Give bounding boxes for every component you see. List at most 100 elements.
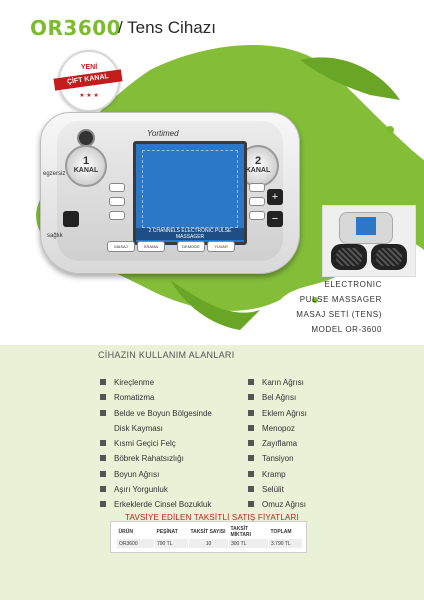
device-brand: Yortimed: [147, 129, 179, 138]
usage-list-item: Bel Ağrısı: [248, 390, 307, 405]
bullet-square-icon: [248, 470, 254, 477]
usage-list-item: Tansiyon: [248, 451, 307, 466]
bullet-square-icon: [100, 394, 106, 401]
minus-button: −: [267, 211, 283, 227]
price-header-cell: ÜRÜN: [118, 529, 133, 535]
usage-list-item: Menopoz: [248, 421, 307, 436]
lcd-screen: 2 CHANNELS ELECTRONIC PULSE MASSAGER: [133, 141, 247, 245]
device-right-button: [249, 183, 265, 192]
electrode-pad-left: [331, 244, 367, 270]
plus-button: +: [267, 189, 283, 205]
bullet-square-icon: [248, 424, 254, 431]
usage-list-item-label: Boyun Ağrısı: [114, 469, 160, 479]
device-left-button: [109, 197, 125, 206]
bullet-square-icon: [248, 501, 254, 508]
usage-list-item-label: Aşırı Yorgunluk: [114, 485, 168, 495]
usage-list-item: Kramp: [248, 467, 307, 482]
caption-line: ELECTRONIC: [324, 280, 382, 289]
usage-list-item-label: Romatizma: [114, 393, 155, 403]
bullet-square-icon: [100, 455, 106, 462]
device-right-button: [249, 197, 265, 206]
device-right-button: [249, 211, 265, 220]
badge-stars: ★ ★ ★: [79, 93, 99, 99]
bullet-square-icon: [100, 486, 106, 493]
knob-left-number: 1: [82, 155, 90, 167]
price-header-cell: TOPLAM: [270, 529, 292, 535]
bullet-square-icon: [100, 440, 106, 447]
usage-list-item-label: Disk Kayması: [114, 423, 163, 433]
screen-caption: 2 CHANNELS ELECTRONIC PULSE MASSAGER: [136, 228, 244, 240]
price-header-cell: PEŞİNAT: [156, 529, 178, 535]
caption-line: PULSE MASSAGER: [299, 295, 382, 304]
price-data-row: OR3600 790 TL 10 300 TL 3.790 TL: [116, 538, 303, 549]
usage-list-item-label: Karın Ağrısı: [262, 378, 304, 387]
mode-button-yuvar: YUVAR: [207, 241, 235, 252]
badge-new-label: YENİ: [80, 64, 98, 71]
channel-1-knob: 1 KANAL: [65, 145, 107, 187]
bullet-square-icon: [248, 455, 254, 462]
usage-list-item: Belde ve Boyun Bölgesinde: [100, 406, 212, 421]
device-left-button: [109, 183, 125, 192]
caption-line: MASAJ SETİ (TENS): [296, 310, 382, 319]
bullet-square-icon: [100, 501, 106, 508]
price-header-cell: TAKSİT SAYISI: [190, 529, 226, 535]
usage-list-item-label: Erkeklerde Cinsel Bozukluk: [114, 500, 212, 510]
caption-line: MODEL OR-3600: [311, 325, 382, 334]
device-face: Yortimed 1 KANAL 2 KANAL 2 CHANNELS ELEC…: [57, 121, 283, 261]
price-title: TAVSİYE EDİLEN TAKSİTLİ SATIŞ FİYATLARI: [125, 513, 299, 522]
usage-list-item-label: Menopoz: [262, 423, 295, 433]
price-cell: 3.790 TL: [268, 538, 303, 549]
bullet-square-icon: [100, 470, 106, 477]
usage-list-item-label: Bel Ağrısı: [262, 393, 297, 403]
usage-section: [0, 345, 424, 600]
usage-list-item-label: Selülit: [262, 485, 284, 495]
usage-list-item: Böbrek Rahatsızlığı: [100, 451, 212, 466]
usage-list-item: Erkeklerde Cinsel Bozukluk: [100, 497, 212, 512]
product-caption: ELECTRONIC PULSE MASSAGER MASAJ SETİ (TE…: [296, 277, 382, 337]
left-side-button: [63, 211, 79, 227]
price-table: ÜRÜN PEŞİNAT TAKSİT SAYISI TAKSİT MİKTAR…: [116, 526, 303, 549]
usage-list-item: Aşırı Yorgunluk: [100, 482, 212, 497]
usage-list-item: Disk Kayması: [100, 421, 212, 436]
usage-list-item: Boyun Ağrısı: [100, 467, 212, 482]
bullet-square-icon: [248, 409, 254, 416]
bullet-square-icon: [248, 486, 254, 493]
price-cell: 790 TL: [154, 538, 189, 549]
side-label-saglik: sağlık: [47, 233, 63, 239]
usage-list-item-label: Kramp: [262, 469, 286, 479]
price-cell: 300 TL: [228, 538, 269, 549]
usage-list-item-label: Böbrek Rahatsızlığı: [114, 454, 184, 464]
bullet-square-icon: [100, 409, 106, 416]
bullet-square-icon: [248, 394, 254, 401]
knob-right-number: 2: [254, 155, 262, 167]
side-label-egzersiz: egzersiz: [43, 171, 66, 177]
usage-title: CİHAZIN KULLANIM ALANLARI: [98, 350, 235, 360]
mode-button-masaj: MASAJ: [107, 241, 135, 252]
usage-list-item-label: Zayıflama: [262, 439, 298, 449]
usage-list-item: Kısmi Geçici Felç: [100, 436, 212, 451]
usage-list-item: Karın Ağrısı: [248, 375, 307, 390]
usage-list-item-label: Omuz Ağrısı: [262, 500, 307, 510]
mode-button-demode: DEMODE: [177, 241, 205, 252]
usage-list-item-label: Belde ve Boyun Bölgesinde: [114, 408, 212, 418]
mini-device: [339, 212, 393, 244]
price-header-cell: TAKSİT MİKTARI: [230, 526, 251, 538]
usage-list-item-label: Kısmi Geçici Felç: [114, 439, 176, 449]
usage-list-item-label: Kireçlenme: [114, 378, 155, 387]
usage-list-item: Selülit: [248, 482, 307, 497]
device-left-button: [109, 211, 125, 220]
new-dual-channel-badge: YENİ ÇİFT KANAL ★ ★ ★: [53, 50, 123, 112]
page-title: / Tens Cihazı: [118, 18, 216, 37]
usage-list-item: Romatizma: [100, 390, 212, 405]
price-header-row: ÜRÜN PEŞİNAT TAKSİT SAYISI TAKSİT MİKTAR…: [117, 526, 303, 539]
device-with-pads-photo: [322, 205, 416, 277]
knob-right-label: KANAL: [245, 167, 271, 174]
tens-device-image: Yortimed 1 KANAL 2 KANAL 2 CHANNELS ELEC…: [40, 112, 300, 274]
electrode-pad-right: [371, 244, 407, 270]
badge-ribbon: ÇİFT KANAL: [53, 69, 123, 91]
price-cell: OR3600: [116, 538, 155, 549]
bullet-square-icon: [100, 379, 106, 385]
lcd-display-area: [142, 150, 238, 228]
price-cell: 10: [188, 538, 229, 549]
